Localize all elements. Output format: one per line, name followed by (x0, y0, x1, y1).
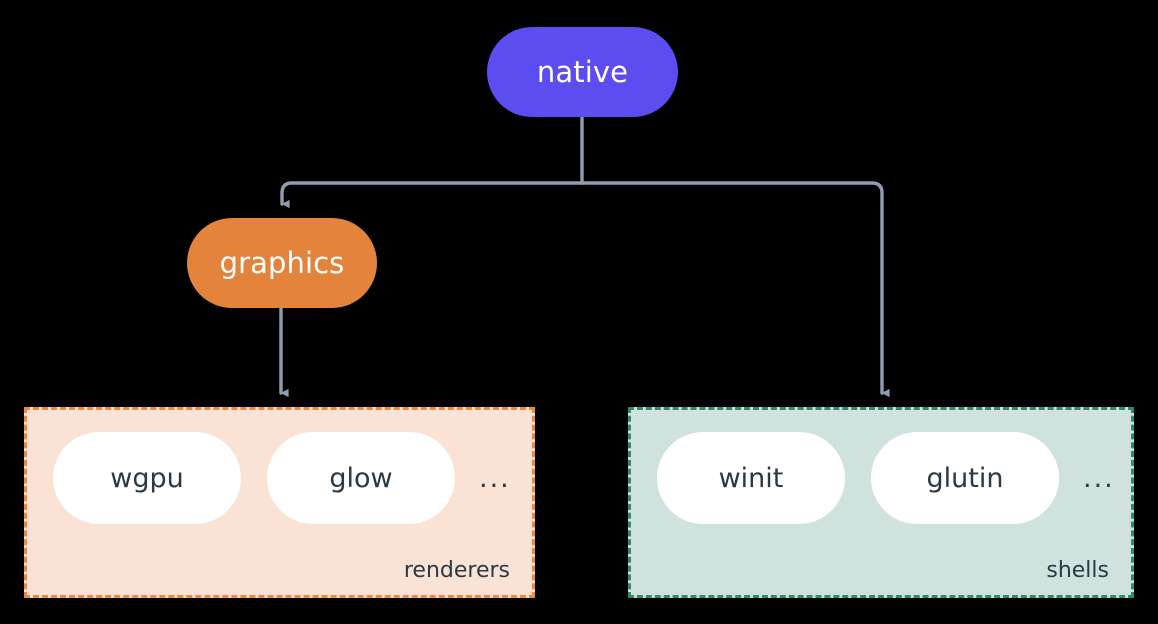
node-graphics[interactable]: graphics (187, 218, 377, 308)
node-graphics-label: graphics (219, 245, 345, 280)
group-shells-caption: shells (1046, 558, 1109, 583)
chip-glow-label: glow (329, 462, 393, 494)
node-native-label: native (536, 54, 629, 89)
node-native[interactable]: native (487, 27, 678, 117)
group-renderers-caption: renderers (403, 558, 510, 583)
chip-winit[interactable]: winit (657, 432, 845, 524)
chip-wgpu[interactable]: wgpu (53, 432, 241, 524)
edge-native-to-shells (580, 181, 890, 398)
chip-glutin-label: glutin (926, 462, 1004, 494)
group-shells: winit glutin ... shells (628, 407, 1134, 598)
group-renderers-items: wgpu glow ... (53, 432, 511, 524)
chip-glutin[interactable]: glutin (871, 432, 1059, 524)
group-renderers: wgpu glow ... renderers (24, 407, 535, 598)
group-shells-items: winit glutin ... (657, 432, 1115, 524)
edge-native-to-graphics (280, 181, 584, 209)
chip-wgpu-label: wgpu (110, 462, 184, 494)
chip-glow[interactable]: glow (267, 432, 455, 524)
renderers-overflow-ellipsis: ... (479, 462, 511, 494)
shells-overflow-ellipsis: ... (1083, 462, 1115, 494)
chip-winit-label: winit (718, 462, 784, 494)
